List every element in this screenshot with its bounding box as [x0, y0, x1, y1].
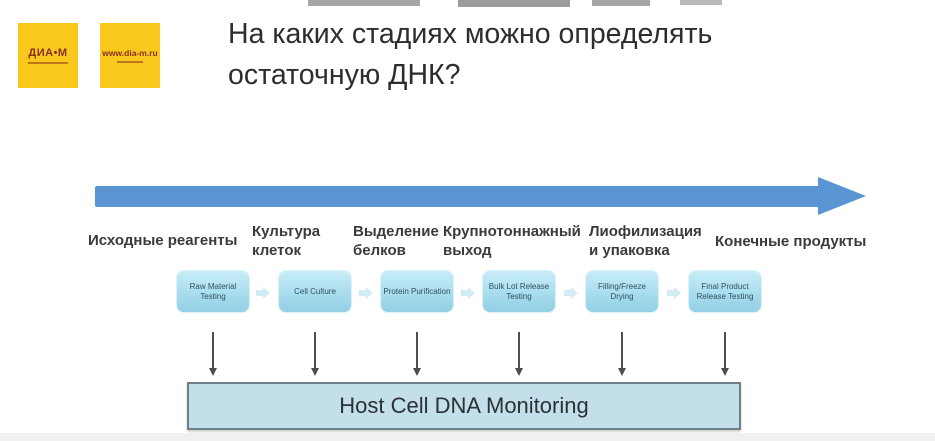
diam-url-logo: www.dia-m.ru: [100, 23, 160, 88]
connector-arrow-icon: [461, 287, 475, 299]
flow-arrow-shaft: [95, 186, 820, 207]
diam-logo: ДИА•М: [18, 23, 78, 88]
connector-arrow-icon: [359, 287, 373, 299]
flow-arrow-head-icon: [818, 177, 866, 215]
connector-arrow-icon: [667, 287, 681, 299]
stage-box-cell-culture: Cell Culture: [278, 270, 352, 313]
logo-tagline-line: [117, 61, 143, 63]
stage-box-protein-purification: Protein Purification: [380, 270, 454, 313]
connector-arrow-icon: [256, 287, 270, 299]
stage-label-raw-reagents: Исходные реагенты: [88, 232, 238, 249]
video-artifact: [458, 0, 570, 7]
diam-url-text: www.dia-m.ru: [102, 48, 158, 58]
stage-box-raw-material-testing: Raw Material Testing: [176, 270, 250, 313]
logo-tagline-line: [28, 62, 68, 64]
stage-label-lyophilization: Лиофилизация и упаковка: [589, 223, 702, 259]
stage-box-filling-freeze-drying: Filling/Freeze Drying: [585, 270, 659, 313]
stage-label-bulk-yield: Крупнотоннажный выход: [443, 223, 581, 259]
down-arrow-icon: [720, 332, 730, 377]
video-artifact: [680, 0, 722, 5]
video-artifact: [308, 0, 420, 6]
bottom-strip: [0, 433, 935, 441]
down-arrow-icon: [412, 332, 422, 377]
down-arrow-icon: [208, 332, 218, 377]
diam-logo-text: ДИА•М: [28, 47, 68, 59]
down-arrow-icon: [617, 332, 627, 377]
stage-box-bulk-lot-release-testing: Bulk Lot Release Testing: [482, 270, 556, 313]
connector-arrow-icon: [564, 287, 578, 299]
host-cell-dna-monitoring-box: Host Cell DNA Monitoring: [187, 382, 741, 430]
stage-box-final-product-release-testing: Final Product Release Testing: [688, 270, 762, 313]
slide-title: На каких стадиях можно определять остато…: [228, 14, 928, 96]
stage-label-cell-culture: Культура клеток: [252, 223, 321, 259]
down-arrow-icon: [514, 332, 524, 377]
slide-title-line2: остаточную ДНК?: [228, 59, 461, 91]
down-arrow-icon: [310, 332, 320, 377]
stage-label-final-products: Конечные продукты: [715, 233, 867, 250]
slide-title-line1: На каких стадиях можно определять: [228, 18, 713, 50]
video-artifact: [592, 0, 650, 6]
stage-label-protein-isolation: Выделение белков: [353, 223, 439, 259]
